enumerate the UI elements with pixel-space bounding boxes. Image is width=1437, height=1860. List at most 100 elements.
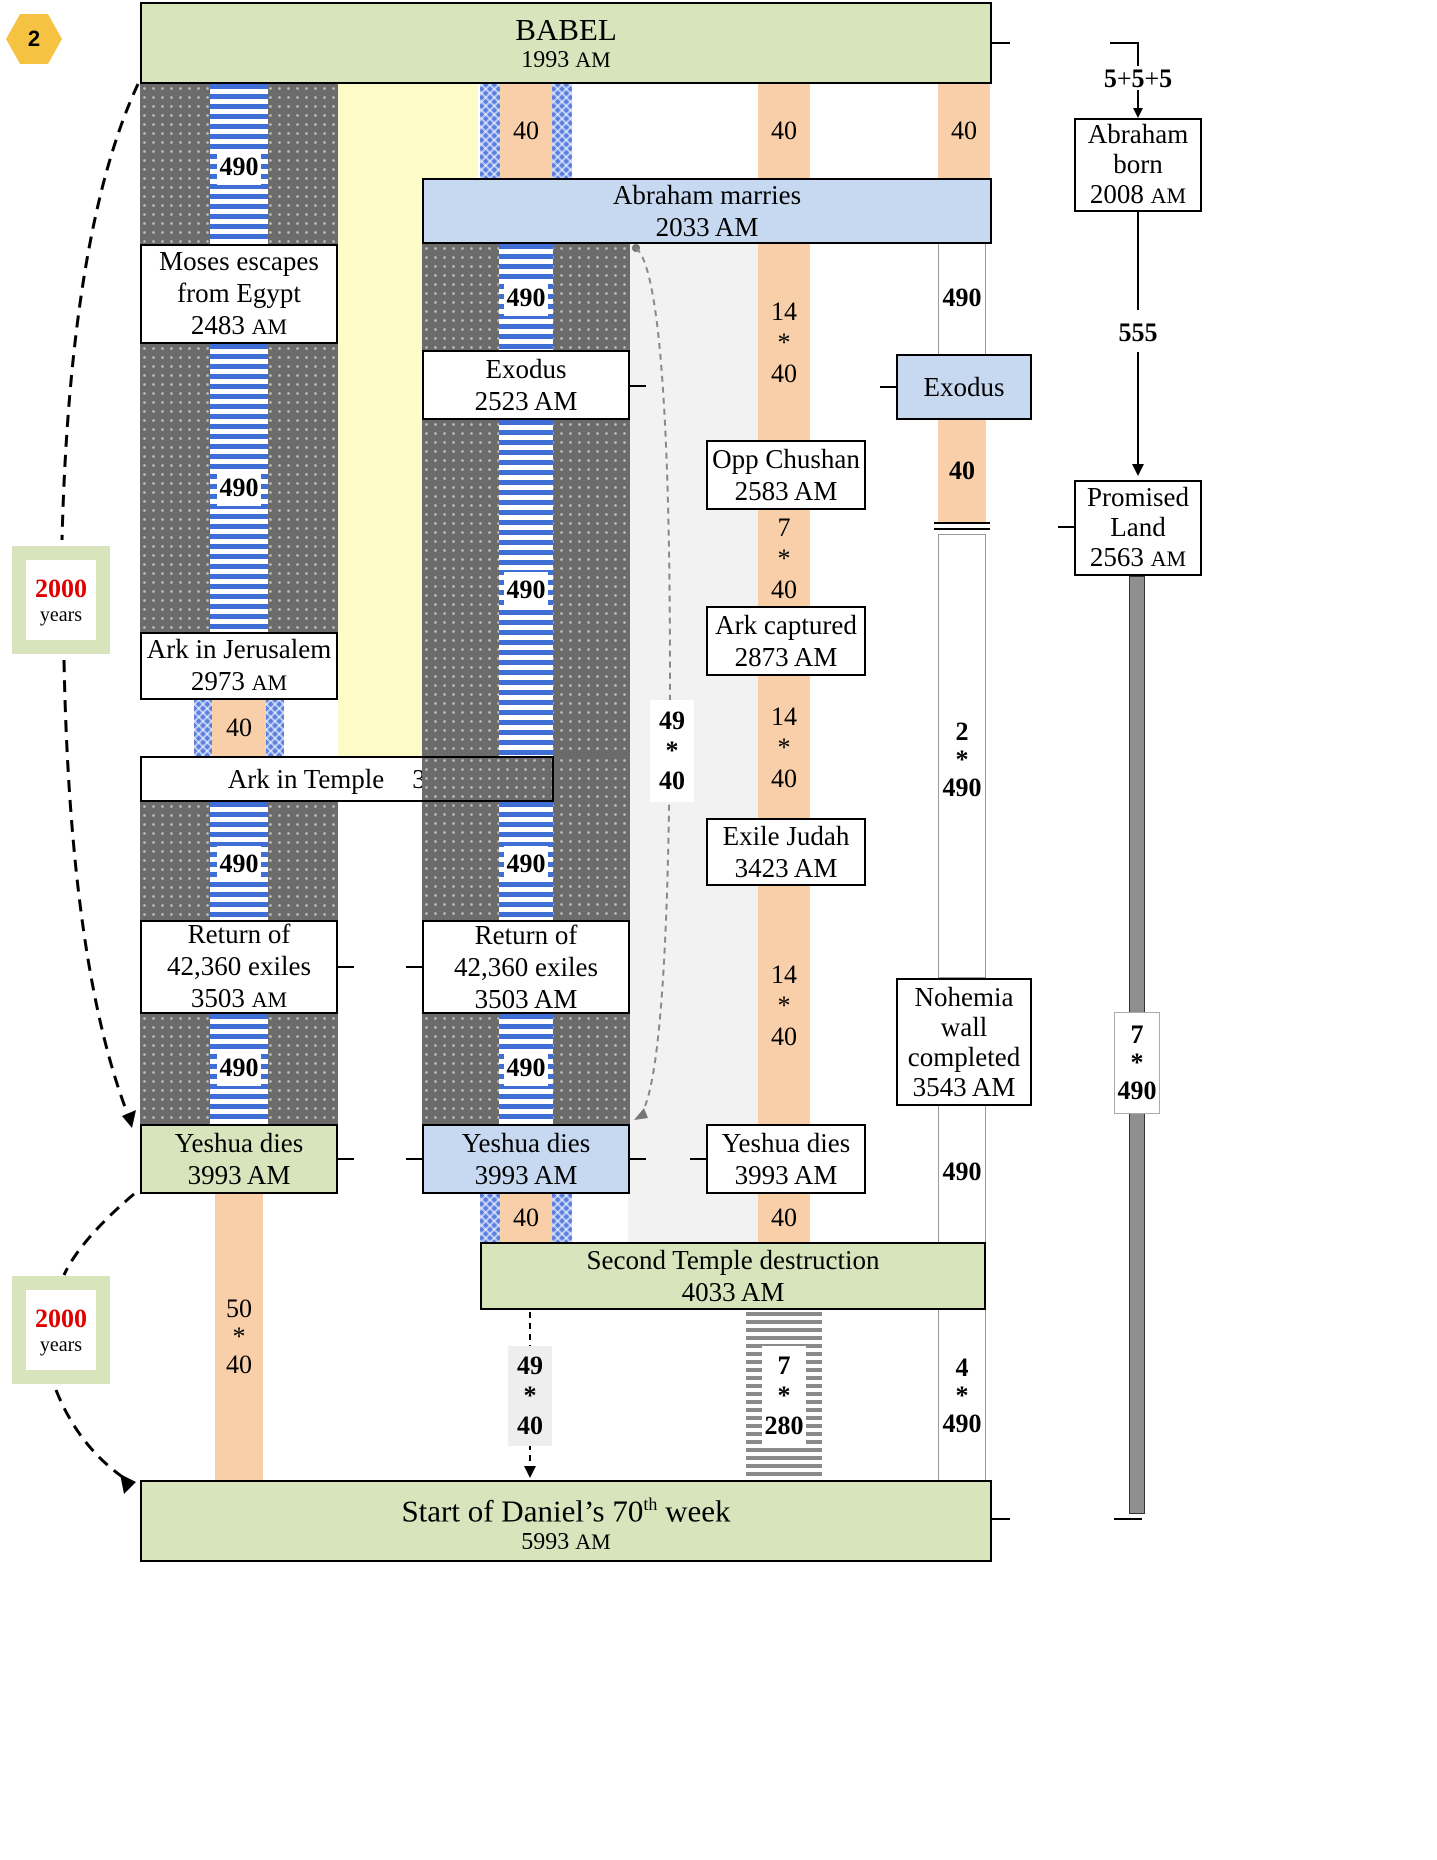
- col2-check-bottom-right: [552, 1194, 572, 1242]
- left-span-arrows: [54, 83, 140, 1494]
- col1-return-box: Return of 42,360 exiles 3503 AM: [140, 919, 338, 1014]
- sum-op-2: +: [1144, 64, 1160, 93]
- col4-bottom-multiplier: 4 * 490: [938, 1346, 986, 1446]
- col3-bottom-a: 7: [777, 1351, 791, 1380]
- tick: [338, 966, 354, 968]
- col2-yeshua-label: Yeshua dies: [461, 1128, 591, 1158]
- bottom-banner-title: Start of Daniel’s 70: [401, 1493, 644, 1529]
- moses-unit: AM: [251, 314, 288, 339]
- abraham-marries-box: Abraham marries 2033 AM: [422, 178, 992, 244]
- tick: [690, 1158, 706, 1160]
- bottom-banner-title-end: week: [657, 1493, 731, 1529]
- col4-bottom-a: 4: [955, 1353, 969, 1382]
- opp-chushan-label: Opp Chushan: [712, 444, 860, 474]
- daniel-70th-week-banner: Start of Daniel’s 70th week 5993 AM: [140, 1480, 992, 1562]
- col4-rail-a: [938, 244, 986, 354]
- col4-mul-c: 490: [942, 773, 982, 802]
- col3-mul4-a: 14: [771, 959, 797, 989]
- sum-label: 5+5+5: [1090, 64, 1186, 94]
- col3-yeshua-year: 3993 AM: [734, 1160, 838, 1190]
- years-note-2: 2000 years: [12, 1276, 110, 1384]
- col2-return-box: Return of 42,360 exiles 3503 AM: [422, 920, 630, 1014]
- col4-bottom-b: *: [955, 1381, 969, 1410]
- col2-exodus-label: Exodus: [485, 354, 567, 384]
- promised-land-year: 2563: [1089, 542, 1144, 572]
- col4-490-b: 490: [942, 1157, 982, 1186]
- abraham-born-line1: Abraham: [1087, 119, 1189, 149]
- moses-escapes-box: Moses escapes from Egypt 2483 AM: [140, 244, 338, 344]
- col2-return-year: 3503 AM: [474, 984, 578, 1014]
- col4-bottom-c: 490: [942, 1409, 982, 1438]
- tick: [630, 1158, 646, 1160]
- abraham-born-unit: AM: [1150, 183, 1187, 208]
- col1-bottom-a: 50: [226, 1294, 252, 1323]
- col1-yeshua-box: Yeshua dies 3993 AM: [140, 1124, 338, 1194]
- ark-jerusalem-label: Ark in Jerusalem: [146, 634, 332, 664]
- years-note-1-value: 2000: [35, 573, 87, 603]
- bottom-banner-unit: AM: [575, 1529, 611, 1555]
- col3-mul3-a: 14: [771, 701, 797, 731]
- sum-b: 5: [1131, 64, 1145, 93]
- opp-chushan-box: Opp Chushan 2583 AM: [706, 440, 866, 510]
- years-note-2-value: 2000: [35, 1303, 87, 1333]
- col3-mul2-c: 40: [771, 574, 797, 604]
- col1-yeshua-label: Yeshua dies: [174, 1128, 304, 1158]
- col2-bottom-a: 49: [517, 1351, 543, 1380]
- col2-check-top-right: [552, 84, 572, 178]
- right-mul-b: *: [1130, 1048, 1144, 1077]
- col3-mul1-c: 40: [771, 358, 797, 388]
- years-note-1: 2000 years: [12, 546, 110, 654]
- col2-bottom-b: *: [523, 1381, 537, 1410]
- col4-rail-c: [938, 1106, 986, 1242]
- ark-captured-year: 2873 AM: [734, 642, 838, 672]
- col1-bottom-c: 40: [226, 1350, 252, 1379]
- col1-490-a: 490: [217, 149, 261, 185]
- col4-exodus-box: Exodus: [896, 354, 1032, 420]
- col2-check-top-left: [480, 84, 500, 178]
- col2-exodus-box: Exodus 2523 AM: [422, 350, 630, 420]
- col1-490-c: 490: [217, 846, 261, 882]
- tick: [406, 966, 422, 968]
- gap-label: 555: [1100, 316, 1176, 350]
- ark-captured-label: Ark captured: [715, 610, 857, 640]
- abraham-born-year: 2008: [1089, 179, 1144, 209]
- tick: [992, 42, 1010, 44]
- step-badge: 2: [6, 14, 62, 64]
- col3-mul4-b: *: [777, 990, 791, 1020]
- col1-490-b: 490: [217, 470, 261, 506]
- col3-mul4: 14 * 40: [758, 886, 810, 1124]
- col1-check-right: [266, 700, 284, 756]
- col2-yeshua-year: 3993 AM: [474, 1160, 578, 1190]
- sum-c: 5: [1159, 64, 1173, 93]
- col2-check-bottom-left: [480, 1194, 500, 1242]
- sum-a: 5: [1103, 64, 1117, 93]
- col1-return-year: 3503: [190, 983, 245, 1013]
- promised-land-box: Promised Land 2563 AM: [1074, 480, 1202, 576]
- abraham-marries-label: Abraham marries: [612, 180, 802, 210]
- second-temple-label: Second Temple destruction: [586, 1245, 880, 1275]
- col2-490-c: 490: [504, 846, 548, 882]
- col3-bottom-multiplier: 7 * 280: [762, 1346, 806, 1446]
- col2-span-b: *: [665, 736, 679, 765]
- bottom-banner-sup: th: [643, 1493, 658, 1514]
- ark-jerusalem-box: Ark in Jerusalem 2973 AM: [140, 632, 338, 700]
- col3-40-top: 40: [758, 84, 810, 178]
- moses-line2: from Egypt: [177, 278, 301, 308]
- exile-judah-year: 3423 AM: [734, 853, 838, 883]
- col3-mul1-a: 14: [771, 296, 797, 326]
- tick: [1058, 526, 1074, 528]
- col2-yeshua-box: Yeshua dies 3993 AM: [422, 1124, 630, 1194]
- promised-land-line2: Land: [1110, 512, 1166, 542]
- second-temple-year: 4033 AM: [681, 1277, 785, 1307]
- col1-490-d: 490: [217, 1050, 261, 1086]
- col3-mul3-b: *: [777, 732, 791, 762]
- col1-check-left: [194, 700, 212, 756]
- sum-bracket: [1110, 42, 1143, 118]
- promised-land-unit: AM: [1150, 546, 1187, 571]
- opp-chushan-year: 2583 AM: [734, 476, 838, 506]
- years-note-1-unit: years: [39, 603, 83, 626]
- second-temple-box: Second Temple destruction 4033 AM: [480, 1242, 986, 1310]
- col1-bottom-b: *: [232, 1322, 246, 1351]
- col3-40-bottom: 40: [758, 1194, 810, 1242]
- tick: [1114, 1518, 1142, 1520]
